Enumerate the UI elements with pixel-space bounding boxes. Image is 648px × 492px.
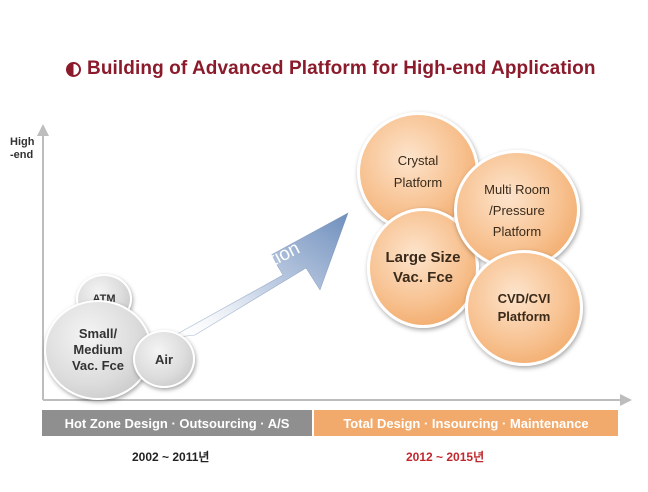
y-axis-label: High -end	[10, 136, 34, 162]
bubble-air-label: Air	[154, 351, 174, 367]
period-right: 2012 ~ 2015년	[406, 450, 485, 464]
half-circle-icon	[66, 61, 81, 77]
bubble-crystal-label: Crystal Platform	[393, 153, 443, 190]
x-axis	[43, 394, 632, 406]
band-right: Total Design · Insourcing · Maintenance	[314, 410, 618, 436]
bubble-cvd-cvi-label: CVD/CVI Platform	[497, 291, 551, 324]
bubble-crystal-platform: Crystal Platform	[357, 112, 479, 232]
bubble-air: Air	[133, 330, 195, 388]
bubble-multi-room-label: Multi Room /Pressure Platform	[484, 181, 550, 239]
band-right-label: Total Design · Insourcing · Maintenance	[343, 415, 589, 431]
period-left: 2002 ~ 2011년	[132, 450, 210, 464]
innovation-arrow: Innovation	[169, 212, 349, 339]
bubble-large-size-label: Large Size Vac. Fce	[385, 249, 461, 286]
y-axis	[37, 124, 49, 400]
title-text: Building of Advanced Platform for High-e…	[87, 58, 596, 79]
band-left-label: Hot Zone Design · Outsourcing · A/S	[64, 415, 290, 431]
y-axis-label-line2: -end	[10, 149, 34, 161]
page-title: Building of Advanced Platform for High-e…	[66, 58, 596, 80]
band-left: Hot Zone Design · Outsourcing · A/S	[42, 410, 312, 436]
bubble-small-medium-label: Small/ Medium Vac. Fce	[71, 326, 125, 373]
y-axis-label-line1: High	[10, 136, 35, 148]
bubble-cvd-cvi: CVD/CVI Platform	[465, 250, 583, 366]
